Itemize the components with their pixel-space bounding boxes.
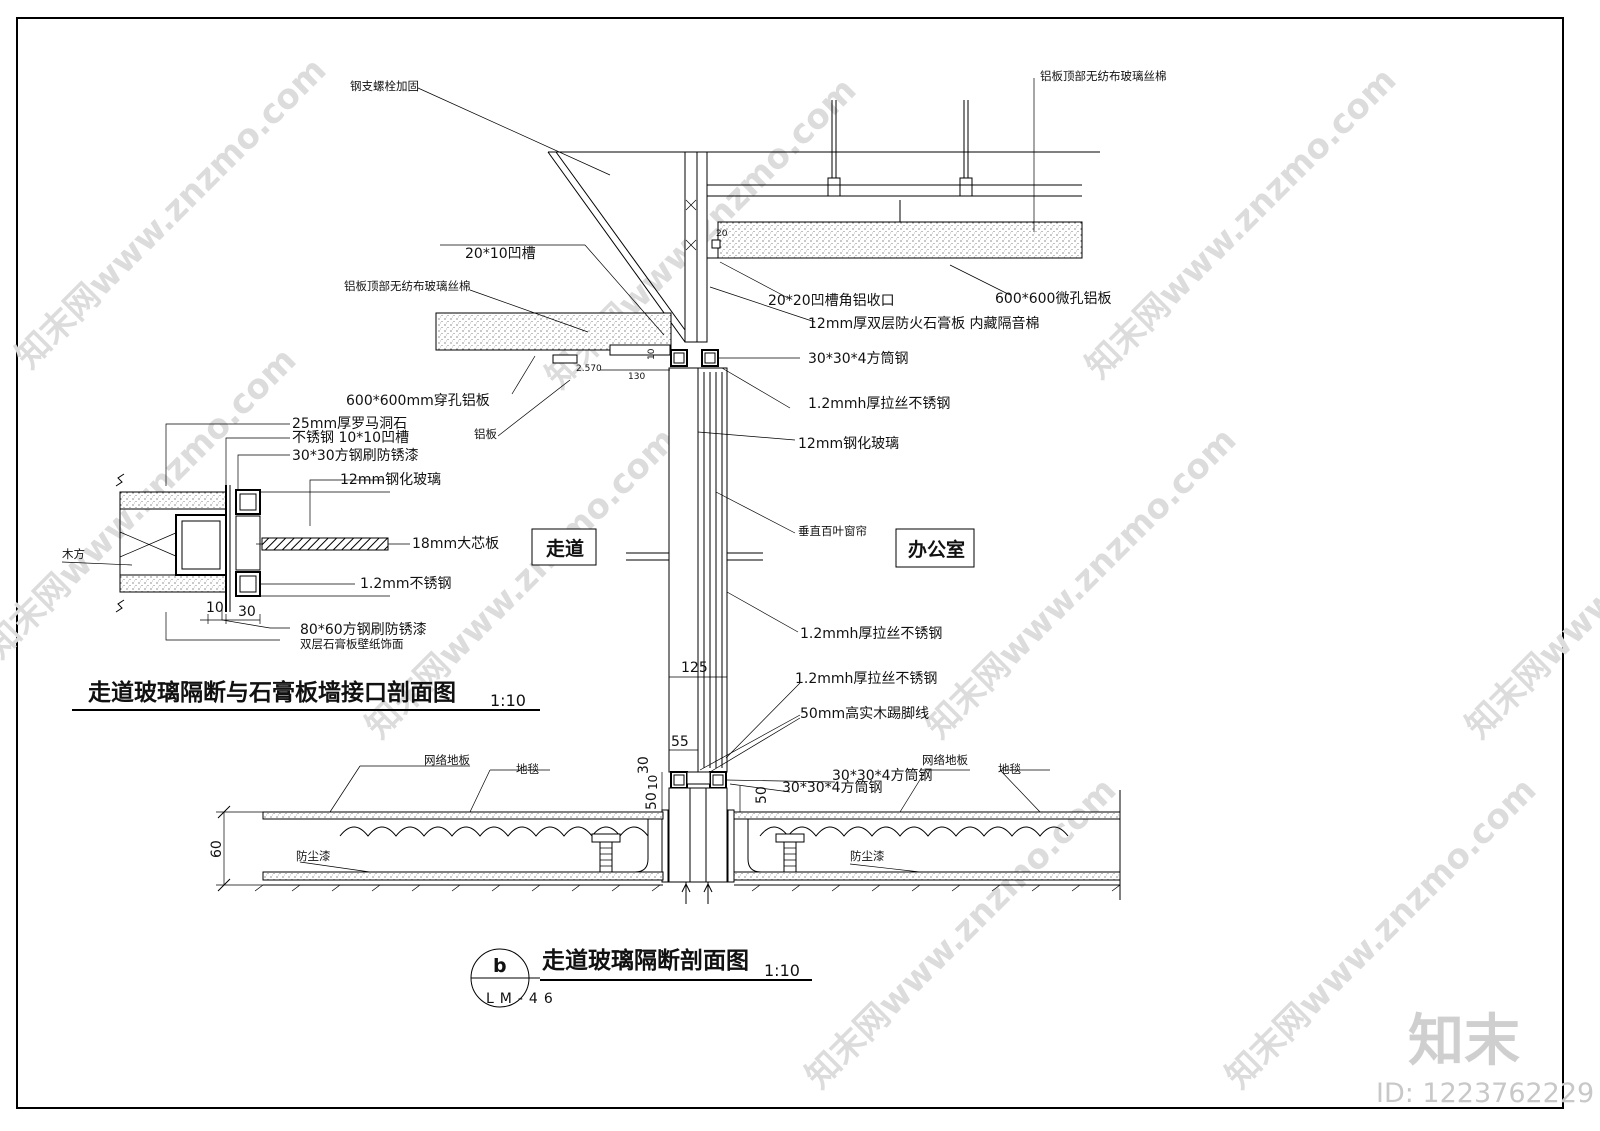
watermark-logo-block: 知末 ID: 1223762229 xyxy=(1376,1009,1594,1109)
detail-steel-80x60: 80*60方钢刷防锈漆 xyxy=(300,622,427,638)
detail-ss-groove: 不锈钢 10*10凹槽 xyxy=(292,430,409,446)
label-ss-brushed-1: 1.2mmh厚拉丝不锈钢 xyxy=(808,396,950,412)
label-skirting: 50mm高实木踢脚线 xyxy=(800,705,929,722)
label-net-floor-right: 网络地板 xyxy=(922,753,968,767)
floor-left-carpet xyxy=(262,811,664,820)
main-scale: 1:10 xyxy=(764,961,800,980)
detail-dim-10: 10 xyxy=(206,600,224,616)
watermark-logo: 知末 xyxy=(1408,1009,1520,1074)
label-square-tube-top: 30*30*4方筒钢 xyxy=(808,350,909,367)
callout-letter: b xyxy=(493,955,507,977)
watermark-1: 知末网www.znzmo.com xyxy=(8,50,334,376)
detail-scale: 1:10 xyxy=(490,691,526,710)
detail-title: 走道玻璃隔断与石膏板墙接口剖面图 xyxy=(88,679,456,706)
detail-marble: 25mm厚罗马洞石 xyxy=(292,416,407,432)
main-labels: 钢支螺栓加固 铝板顶部无纺布玻璃丝棉 20*10凹槽 铝板顶部无纺布玻璃丝棉 2… xyxy=(296,69,1167,863)
main-title: 走道玻璃隔断剖面图 xyxy=(542,947,749,974)
detail-blockboard: 18mm大芯板 xyxy=(412,536,499,552)
dim-55: 55 xyxy=(671,734,689,750)
watermark-9: 知末网www.znzmo.com xyxy=(1458,420,1600,746)
dim-10-head: 10 xyxy=(647,348,657,360)
detail-gypsum-wallpaper: 双层石膏板壁纸饰面 xyxy=(300,637,404,651)
label-groove-20x20: 20*20凹槽角铝收口 xyxy=(768,293,895,309)
detail-glass: 12mm钢化玻璃 xyxy=(340,471,441,488)
watermark-5: 知末网www.znzmo.com xyxy=(1078,60,1404,386)
label-alu-600-micro: 600*600微孔铝板 xyxy=(995,291,1111,307)
detail-timber: 木方 xyxy=(62,547,85,561)
dim-125: 125 xyxy=(681,660,708,676)
dim-30-left: 30 xyxy=(636,756,652,774)
floor-right-carpet xyxy=(733,811,1121,820)
label-alu-600-perforated: 600*600mm穿孔铝板 xyxy=(346,393,490,409)
room-box-corridor xyxy=(531,528,597,566)
detail-steel-paint: 30*30方钢刷防锈漆 xyxy=(292,448,419,464)
detail-ss: 1.2mm不锈钢 xyxy=(360,576,452,592)
room-corridor: 走道 xyxy=(546,537,584,560)
detail-section: 25mm厚罗马洞石 不锈钢 10*10凹槽 30*30方钢刷防锈漆 12mm钢化… xyxy=(61,416,540,711)
label-dust-left: 防尘漆 xyxy=(296,849,331,863)
label-square-tube-b1: 30*30*4方筒钢 xyxy=(832,767,933,784)
watermark-4: 知末网www.znzmo.com xyxy=(918,420,1244,746)
label-ss-brushed-2: 1.2mmh厚拉丝不锈钢 xyxy=(800,626,942,642)
label-square-tube-b2: 30*30*4方筒钢 xyxy=(782,779,883,796)
dim-10-left: 10 xyxy=(646,775,660,790)
label-gypsum-12mm: 12mm厚双层防火石膏板 内藏隔音棉 xyxy=(808,315,1040,332)
dim-50-left: 50 xyxy=(644,792,660,810)
label-tempered-glass-main: 12mm钢化玻璃 xyxy=(798,435,899,452)
left-ceiling-panel xyxy=(435,312,672,351)
dim-2570: 2.570 xyxy=(576,364,602,374)
dim-50-right: 50 xyxy=(754,786,770,804)
right-ceiling-panel xyxy=(717,221,1083,259)
dim-130: 130 xyxy=(628,372,645,382)
label-carpet-right: 地毯 xyxy=(998,762,1021,776)
label-blinds: 垂直百叶窗帘 xyxy=(798,524,867,538)
label-alu-top-left: 铝板顶部无纺布玻璃丝棉 xyxy=(344,279,471,293)
label-alu-top-right: 铝板顶部无纺布玻璃丝棉 xyxy=(1040,69,1167,83)
main-section xyxy=(254,100,1121,904)
main-dimensions: 60 125 55 50 10 30 50 2.570 130 10 20 xyxy=(209,229,770,892)
blockboard-hatch xyxy=(261,537,389,551)
label-groove-20x10: 20*10凹槽 xyxy=(465,246,536,262)
room-box-office xyxy=(895,528,975,568)
watermark-id: ID: 1223762229 xyxy=(1376,1078,1594,1109)
sheet-border xyxy=(16,17,1564,1109)
dim-60: 60 xyxy=(209,840,225,858)
label-steel-bolt: 钢支螺栓加固 xyxy=(350,79,419,93)
main-leaders xyxy=(299,78,1050,873)
detail-dim-30: 30 xyxy=(238,604,256,620)
room-office: 办公室 xyxy=(908,538,965,561)
label-alu-plate: 铝板 xyxy=(474,427,497,441)
callout-sheet: LM-46 xyxy=(486,991,559,1007)
main-title-block: b LM-46 走道玻璃隔断剖面图 1:10 xyxy=(470,947,812,1008)
label-carpet-left: 地毯 xyxy=(516,762,539,776)
room-tags: 走道 办公室 xyxy=(531,528,975,568)
dim-20-head: 20 xyxy=(716,229,728,239)
label-net-floor-left: 网络地板 xyxy=(424,753,470,767)
label-ss-brushed-3: 1.2mmh厚拉丝不锈钢 xyxy=(795,671,937,687)
label-dust-right: 防尘漆 xyxy=(850,849,885,863)
